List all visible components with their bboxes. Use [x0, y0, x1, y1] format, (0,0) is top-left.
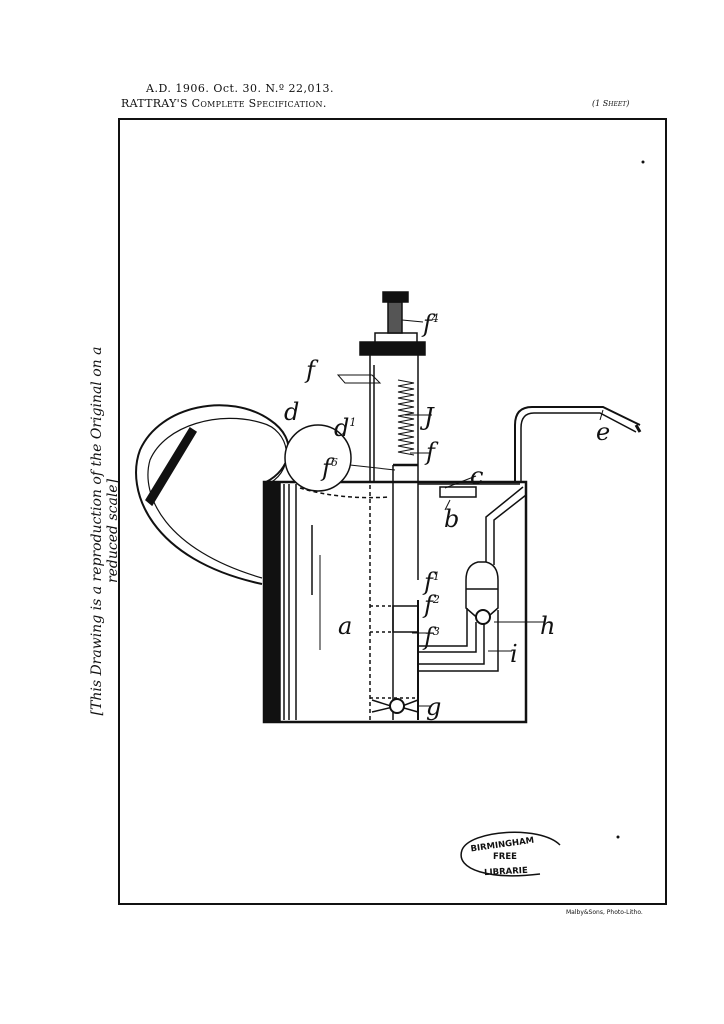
specification-title: RATTRAY'S Complete Specification.	[121, 97, 327, 110]
label-b: b	[444, 505, 459, 533]
can-body	[262, 480, 528, 724]
drawing-frame	[118, 118, 667, 905]
printer-credit: Malby&Sons, Photo-Litho.	[566, 909, 643, 916]
label-f3: f3	[422, 623, 440, 651]
svg-text:FREE: FREE	[493, 852, 517, 862]
label-f-mid: f	[424, 438, 439, 466]
ball-d1	[284, 424, 352, 492]
library-stamp: BIRMINGHAM FREE LIBRARIE	[460, 831, 561, 878]
label-f2: f2	[422, 591, 440, 619]
svg-text:LIBRARIE: LIBRARIE	[484, 866, 528, 878]
label-c: c	[470, 462, 483, 490]
label-f: f	[304, 356, 319, 384]
central-tube	[336, 291, 426, 720]
label-h: h	[540, 612, 555, 640]
sheet-count: (1 Sheet)	[592, 99, 630, 108]
label-e: e	[596, 418, 610, 446]
label-d1: d1	[334, 414, 356, 442]
label-f4: f4	[421, 310, 439, 338]
spout	[514, 406, 641, 482]
valve-ball-g	[389, 698, 405, 714]
label-i: i	[510, 640, 518, 668]
patent-number-header: A.D. 1906. Oct. 30. N.º 22,013.	[146, 82, 335, 95]
handle	[135, 404, 290, 585]
label-g: g	[426, 693, 441, 721]
label-j: J	[419, 403, 435, 431]
handle-grip	[145, 426, 198, 507]
label-a: a	[338, 612, 352, 640]
label-d: d	[284, 398, 299, 426]
